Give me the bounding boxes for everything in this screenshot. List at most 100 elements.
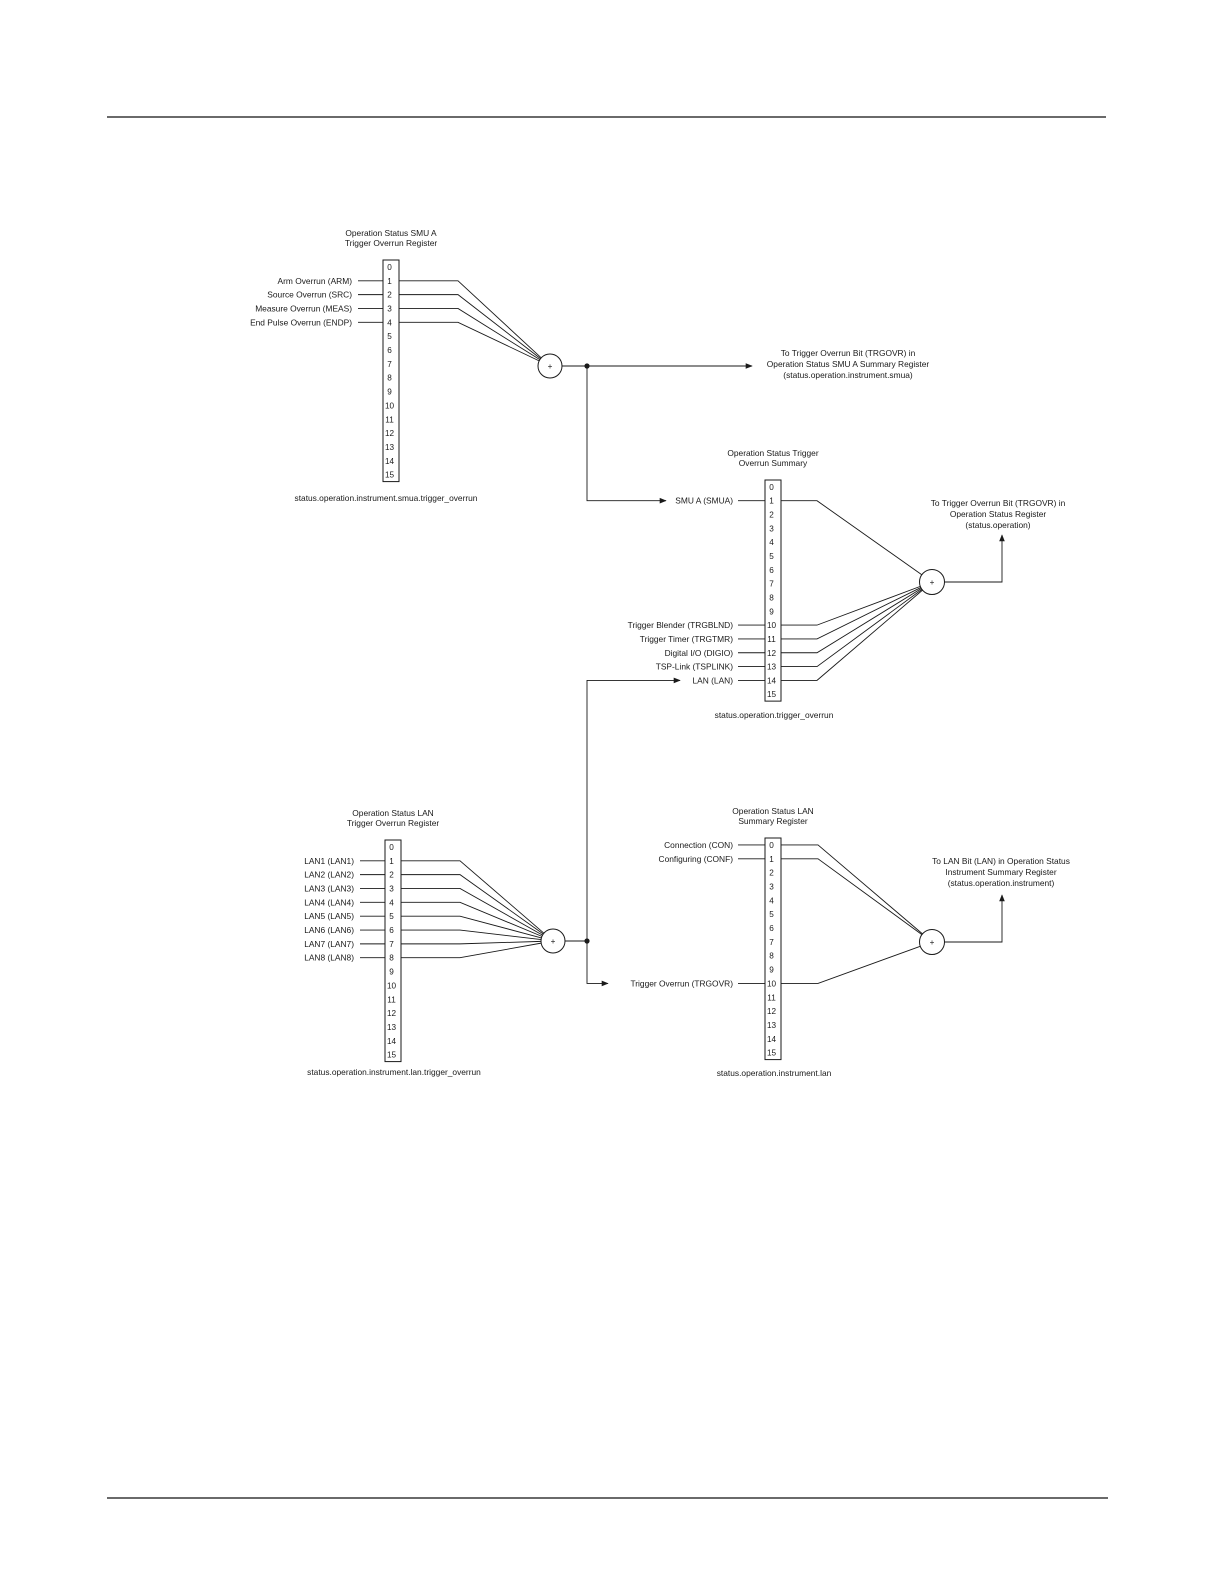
summary-input-label: TSP-Link (TSPLINK) [656,662,733,672]
lan-register-title: Operation Status LAN [352,808,433,818]
summary-bit-6: 6 [769,566,774,575]
lansum-bit-8: 8 [769,952,774,961]
lan-input-label: LAN2 (LAN2) [304,870,354,880]
lan-input-label: LAN8 (LAN8) [304,953,354,963]
lansum-output-destination: Instrument Summary Register [945,867,1056,877]
lansum-or-symbol: + [930,938,935,947]
lansum-bit-to-or-line [781,858,923,935]
lan-bit-3: 3 [389,884,394,893]
lan-or-symbol: + [551,937,556,946]
summary-bit-to-or-line [781,500,923,576]
smua-bit-to-or-line [399,321,540,362]
smua-bit-to-or-line [399,294,541,359]
lansum-output-destination: (status.operation.instrument) [948,878,1055,888]
lan-bit-14: 14 [387,1037,397,1046]
lan-bit-to-or-line [401,940,542,945]
lansum-bit-13: 13 [767,1021,777,1030]
lan-junction-dot [584,938,590,944]
summary-bit-0: 0 [769,483,774,492]
smua-bit-6: 6 [387,346,392,355]
smua-bit-15: 15 [385,471,395,480]
smua-bit-2: 2 [387,291,392,300]
lan-input-label: LAN4 (LAN4) [304,897,354,907]
lansum-register-box [764,837,782,1061]
lan-bit-13: 13 [387,1023,397,1032]
lansum-attribute-name: status.operation.instrument.lan [717,1068,832,1078]
smua-bit-3: 3 [387,304,392,313]
summary-bit-15: 15 [767,690,777,699]
lan-bit-4: 4 [389,898,394,907]
summary-bit-7: 7 [769,580,774,589]
summary-bit-12: 12 [767,649,777,658]
lansum-bit-3: 3 [769,882,774,891]
lan-input-label: LAN3 (LAN3) [304,883,354,893]
lansum-bit-1: 1 [769,855,774,864]
lan-input-label: LAN6 (LAN6) [304,925,354,935]
lansum-register-title: Summary Register [738,816,808,826]
lansum-bit-9: 9 [769,966,774,975]
summary-output-destination: (status.operation) [965,520,1030,530]
smua-output-destination: Operation Status SMU A Summary Register [767,359,930,369]
lansum-bit-14: 14 [767,1035,777,1044]
summary-register-title: Operation Status Trigger [727,448,818,458]
summary-bit-4: 4 [769,538,774,547]
summary-register-box [764,479,782,702]
summary-bit-1: 1 [769,497,774,506]
lansum-bit-5: 5 [769,910,774,919]
lansum-input-label: Trigger Overrun (TRGOVR) [630,978,733,988]
smua-bit-11: 11 [385,415,394,424]
summary-bit-5: 5 [769,552,774,561]
lan-bit-to-or-line [401,874,544,935]
summary-input-label: Trigger Timer (TRGTMR) [640,634,733,644]
smua-register-title: Trigger Overrun Register [345,238,438,248]
lan-bit-0: 0 [389,843,394,852]
lan-register-title: Trigger Overrun Register [347,818,440,828]
summary-bit-14: 14 [767,676,777,685]
summary-bit-to-or-line [781,588,922,654]
summary-register-title: Overrun Summary [739,458,808,468]
lansum-register-title: Operation Status LAN [732,806,813,816]
smua-bit-to-or-line [399,308,541,361]
smua-bit-4: 4 [387,318,392,327]
smua-register-box [382,259,400,483]
lansum-bit-10: 10 [767,979,777,988]
smua-register-title: Operation Status SMU A [345,228,437,238]
summary-input-label: Trigger Blender (TRGBLND) [628,620,734,630]
lan-bit-to-or-line [401,942,542,959]
summary-output-destination: To Trigger Overrun Bit (TRGOVR) in [931,498,1066,508]
summary-input-label: SMU A (SMUA) [675,496,733,506]
lansum-bit-0: 0 [769,841,774,850]
lan-bit-5: 5 [389,912,394,921]
lansum-bit-2: 2 [769,869,774,878]
lansum-output-arrow [944,894,1005,943]
smua-bit-14: 14 [385,457,395,466]
summary-bit-10: 10 [767,621,777,630]
lan-to-summary-arrow [586,677,681,941]
lan-bit-to-or-line [401,888,543,936]
smua-output-destination: To Trigger Overrun Bit (TRGOVR) in [781,348,916,358]
summary-bit-to-or-line [781,587,921,640]
lan-bit-to-or-line [401,901,543,937]
smua-bit-12: 12 [385,429,395,438]
lansum-bit-6: 6 [769,924,774,933]
smua-bit-7: 7 [387,360,392,369]
summary-attribute-name: status.operation.trigger_overrun [715,710,834,720]
lan-bit-8: 8 [389,954,394,963]
smua-bit-5: 5 [387,332,392,341]
summary-bit-2: 2 [769,511,774,520]
lan-bit-to-or-line [401,929,542,941]
smua-input-label: Arm Overrun (ARM) [278,276,353,286]
lan-input-label: LAN1 (LAN1) [304,856,354,866]
smua-bit-1: 1 [387,277,392,286]
lan-bit-9: 9 [389,968,394,977]
lansum-input-label: Configuring (CONF) [659,854,734,864]
lansum-output-destination: To LAN Bit (LAN) in Operation Status [932,856,1070,866]
register-shapes [382,259,945,1063]
summary-bit-to-or-line [781,589,923,681]
connector-lines [358,280,1005,987]
lan-bit-to-or-line [401,860,545,934]
lansum-bit-4: 4 [769,896,774,905]
lan-input-label: LAN7 (LAN7) [304,939,354,949]
lan-input-label: LAN5 (LAN5) [304,911,354,921]
lansum-or-gate [919,929,945,955]
